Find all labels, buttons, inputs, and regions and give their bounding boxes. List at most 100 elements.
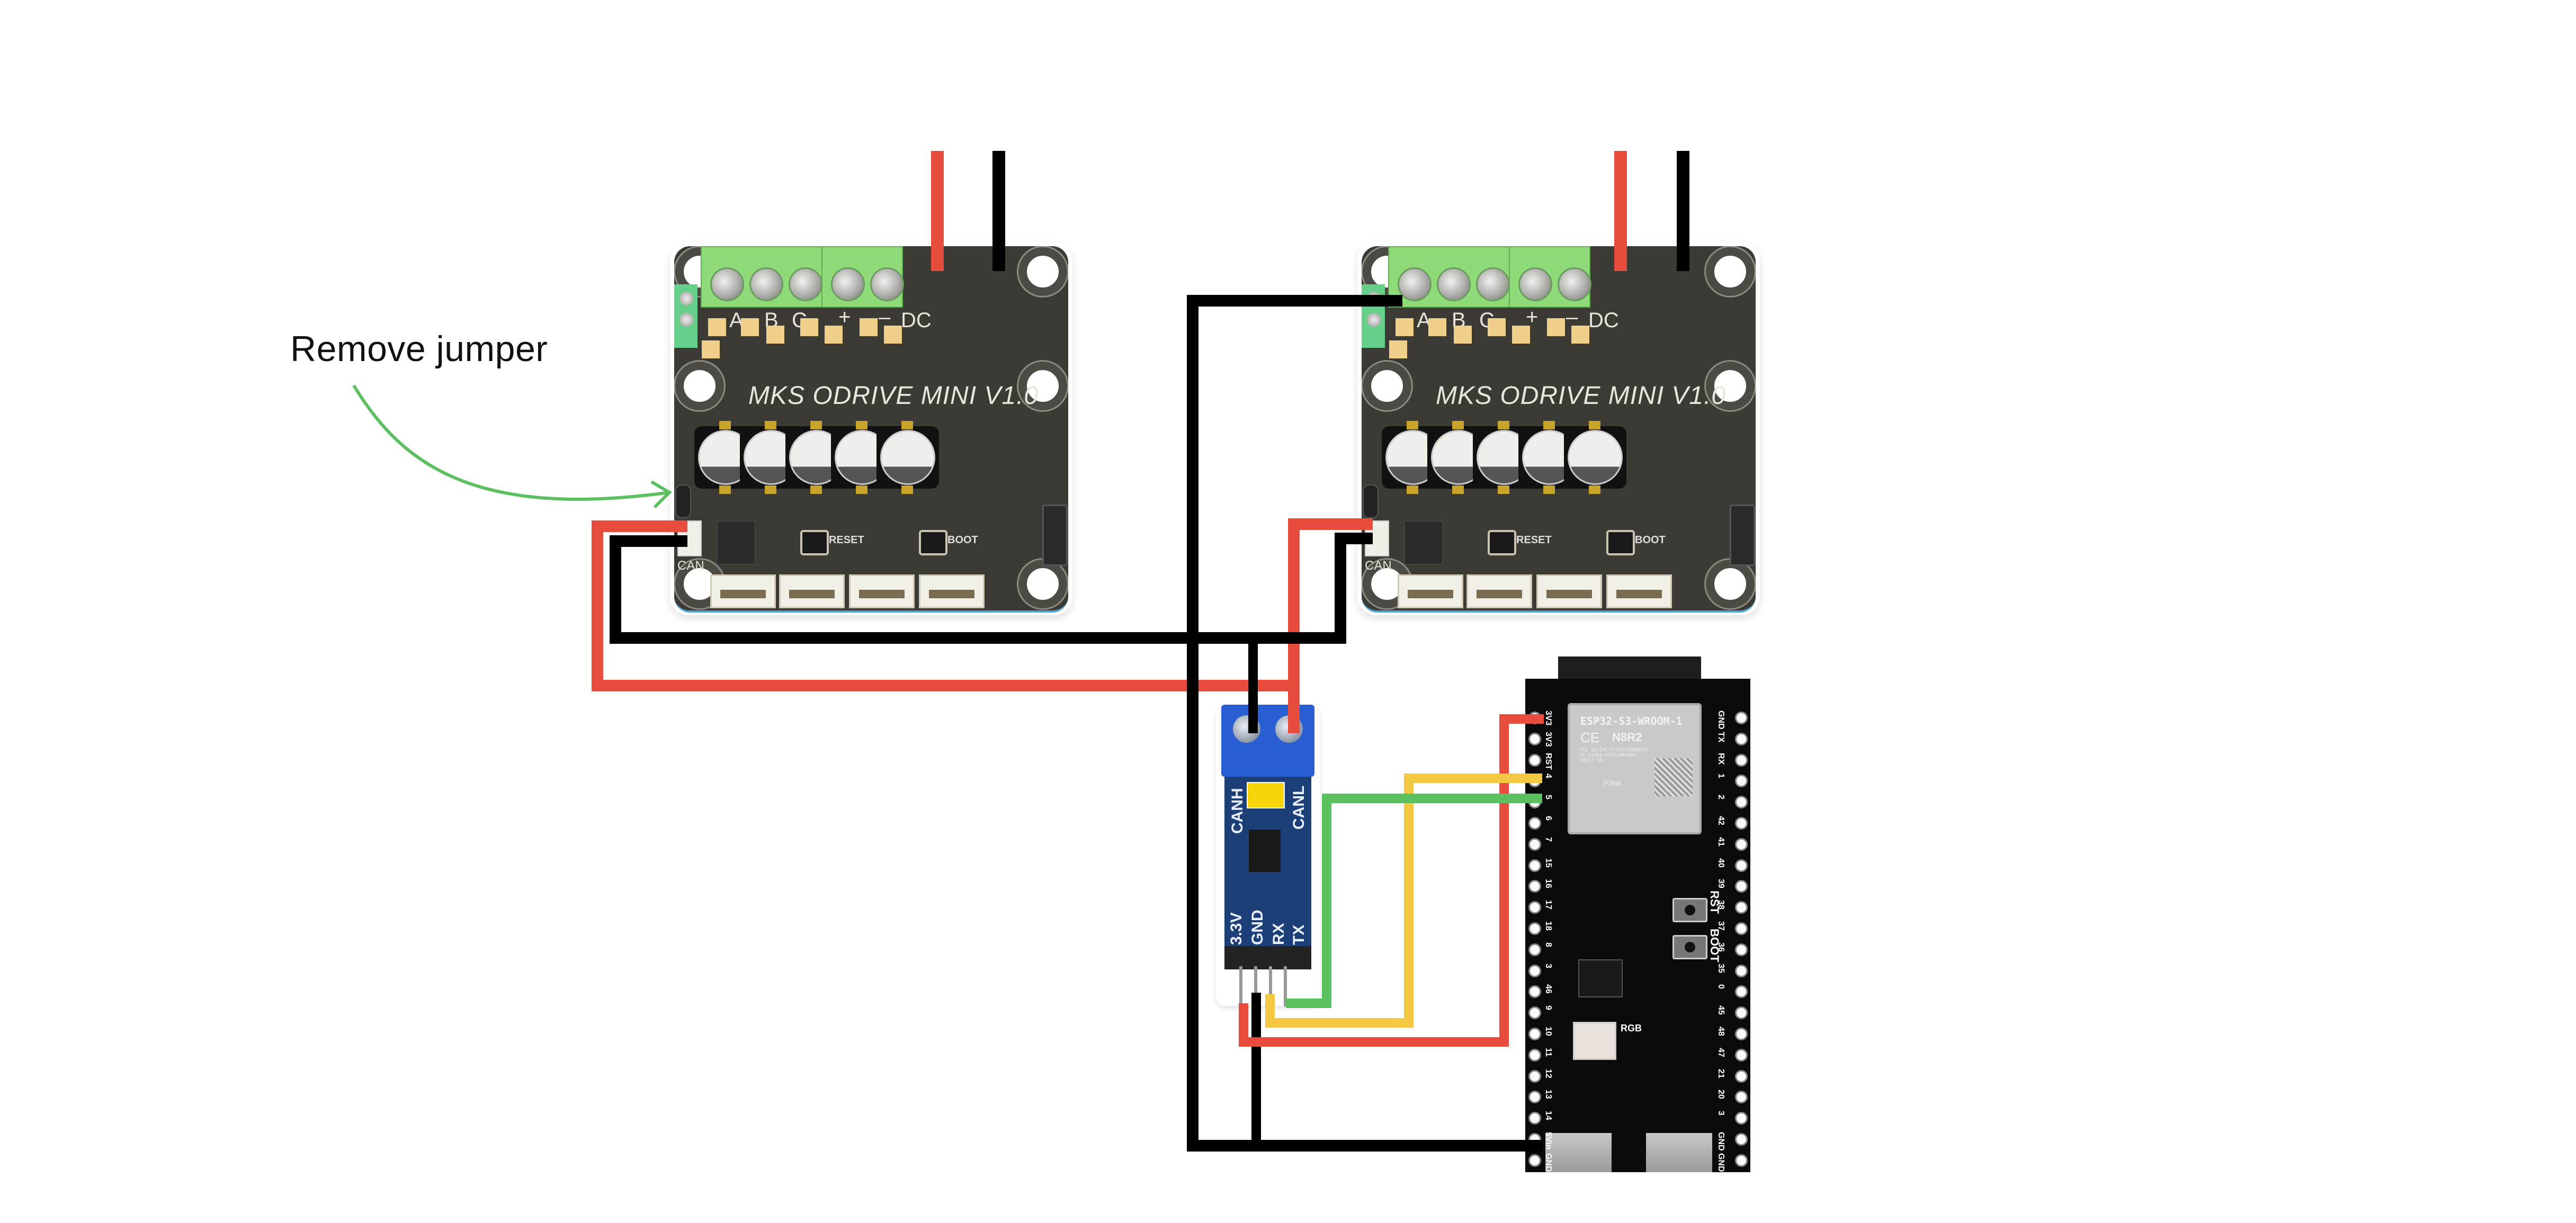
label-dc: DC [1588, 309, 1619, 332]
board-title: MKS ODRIVE MINI V1.0 [748, 382, 1039, 410]
boot-label: BOOT [947, 534, 978, 546]
pin-header [1224, 946, 1311, 969]
aux-terminal [674, 284, 697, 348]
esp-pin [1735, 1091, 1748, 1104]
reset-button[interactable] [800, 530, 829, 555]
es1-jumper[interactable] [1363, 484, 1379, 518]
odrive-board-1: A B C + – DC MKS ODRIVE MINI V1.0 CAN RE… [670, 242, 1072, 615]
esp-pin [1528, 964, 1541, 977]
jst-connector [1466, 574, 1532, 608]
jst-connector [1606, 574, 1672, 608]
esp-pin [1528, 838, 1541, 851]
pin-tx [1284, 966, 1287, 1006]
esp32-pcb: ESP32-S3-WROOM-1 CE N8R2 FCC ID:2AC7Z-ES… [1525, 679, 1750, 1172]
es1-jumper[interactable] [675, 484, 691, 518]
esp-pin [1735, 796, 1748, 809]
can-chip [717, 520, 756, 565]
board-title: MKS ODRIVE MINI V1.0 [1436, 382, 1727, 410]
odrive-pcb: A B C + – DC MKS ODRIVE MINI V1.0 CAN RE… [1362, 246, 1756, 613]
esp-pin [1528, 880, 1541, 893]
pad [825, 326, 843, 344]
aux-plus-screw [1367, 313, 1381, 327]
qr-code [1654, 758, 1693, 796]
boot-button[interactable] [919, 530, 947, 555]
esp-pin [1528, 1091, 1541, 1104]
dc-minus-screw [1558, 267, 1591, 301]
esp-pin [1735, 1028, 1748, 1040]
dc-minus-screw [870, 267, 904, 301]
rgb-label: RGB [1621, 1023, 1642, 1033]
phase-a-screw [1398, 267, 1432, 301]
pad [1488, 318, 1506, 336]
jst-connector [710, 574, 776, 608]
esp-pin [1528, 732, 1541, 745]
pad [884, 326, 902, 344]
aux-plus-screw [679, 313, 693, 327]
reset-label: RESET [1516, 534, 1552, 546]
esp-pin [1735, 880, 1748, 893]
phase-b-screw [1437, 267, 1471, 301]
module-variant: N8R2 [1612, 731, 1642, 744]
label-plus: + [838, 305, 851, 329]
reset-button[interactable] [1488, 530, 1516, 555]
label-minus: – [879, 305, 891, 329]
esp-pin [1735, 859, 1748, 872]
boot-button[interactable] [1606, 530, 1635, 555]
esp-pin [1735, 1048, 1748, 1062]
esp-pin [1528, 1006, 1541, 1020]
esp-pin [1735, 1133, 1748, 1146]
phase-b-screw [749, 267, 783, 301]
phase-c-screw [789, 267, 822, 301]
pad [1571, 326, 1589, 344]
esp-pin [1735, 838, 1748, 851]
pin-3v3 [1239, 966, 1242, 1006]
can-h-wire [610, 533, 1373, 644]
pad [1389, 340, 1407, 358]
esp-pin [1735, 1154, 1748, 1167]
esp-pin [1735, 712, 1748, 724]
can-transceiver-module: CANH CANL 3.3V GND RX TX [1216, 705, 1320, 1006]
esp-pin [1735, 1069, 1748, 1083]
label-dc: DC [901, 309, 932, 332]
slide-switch[interactable] [1042, 505, 1068, 566]
label-plus: + [1526, 305, 1539, 329]
esp-pin [1528, 817, 1541, 830]
usb-c-port-1[interactable] [1545, 1133, 1612, 1172]
usb-c-port-2[interactable] [1646, 1133, 1712, 1172]
esp-pin [1735, 985, 1748, 999]
esp-pin [1528, 1048, 1541, 1062]
can-label: CAN [677, 559, 704, 573]
gnd-trunk-wire [1187, 295, 1543, 1152]
reset-label: RESET [829, 534, 864, 546]
pad [1512, 326, 1530, 344]
antenna [1558, 657, 1701, 683]
termination-jumper [1247, 782, 1285, 808]
can-label: CAN [1365, 559, 1392, 573]
esp-pin [1735, 753, 1748, 767]
boot-label: BOOT [1635, 534, 1666, 546]
jst-connector [919, 574, 985, 608]
esp32-s3-devkit: ESP32-S3-WROOM-1 CE N8R2 FCC ID:2AC7Z-ES… [1525, 657, 1758, 1175]
slide-switch[interactable] [1730, 505, 1755, 566]
jst-connector [849, 574, 915, 608]
esp-pin [1735, 964, 1748, 977]
pad [860, 318, 878, 336]
ce-mark: CE [1580, 730, 1600, 745]
rx-wire [1265, 774, 1542, 1028]
esp-pin [1528, 1028, 1541, 1040]
esp-pin [1735, 943, 1748, 956]
boot-button[interactable] [1672, 935, 1707, 959]
voltage-regulator [1578, 959, 1623, 997]
label-minus: – [1566, 305, 1578, 329]
p2n-text: P2N8 [1604, 779, 1621, 787]
can-pcb: CANH CANL 3.3V GND RX TX [1224, 777, 1311, 947]
jst-connector [1536, 574, 1602, 608]
rst-button[interactable] [1672, 898, 1707, 922]
rgb-led [1573, 1022, 1616, 1060]
esp-pin [1528, 1154, 1541, 1167]
pad [741, 318, 759, 336]
remove-jumper-annotation: Remove jumper [290, 329, 548, 369]
pad [708, 318, 726, 336]
pad [1547, 318, 1565, 336]
